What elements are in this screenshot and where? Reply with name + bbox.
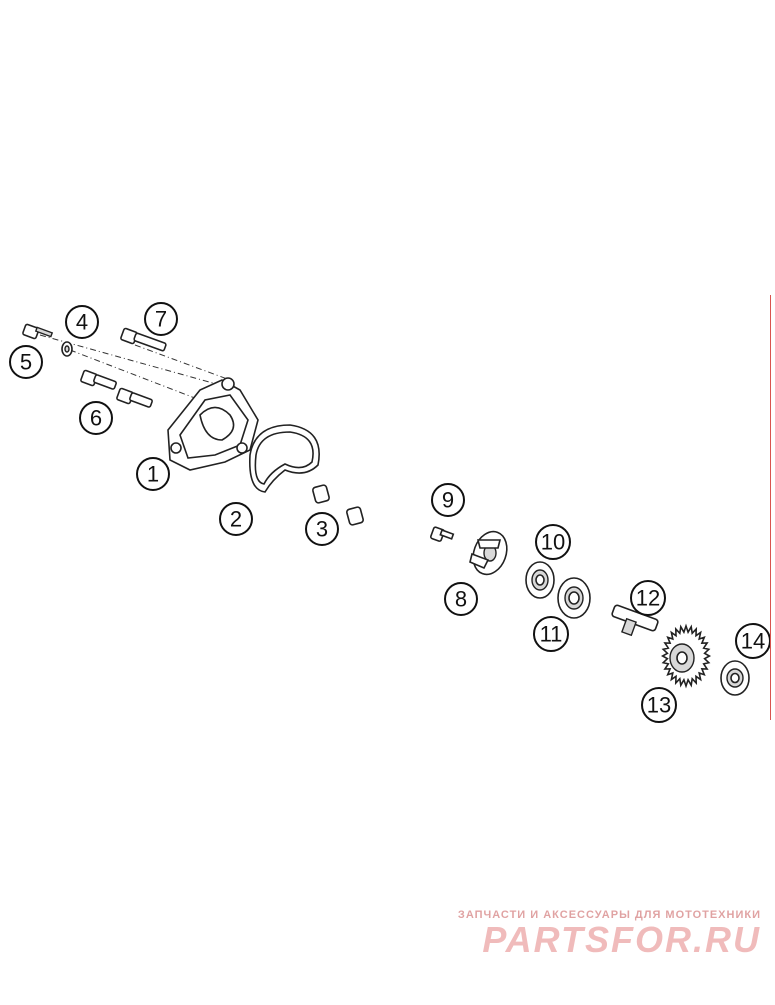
callout-9: 9 <box>431 483 465 517</box>
watermark-tagline: ЗАПЧАСТИ И АКСЕССУАРЫ ДЛЯ МОТОТЕХНИКИ <box>457 909 761 921</box>
callout-10: 10 <box>535 524 571 560</box>
svg-text:5: 5 <box>20 350 32 375</box>
svg-text:8: 8 <box>455 587 467 612</box>
part-7-bolt <box>120 327 167 352</box>
part-11-seal <box>557 577 591 619</box>
gear-bore <box>676 651 688 665</box>
part-6-bolts <box>80 369 153 408</box>
callout-8: 8 <box>444 582 478 616</box>
part-4-washer <box>61 341 73 357</box>
callout-12: 12 <box>630 580 666 616</box>
svg-text:3: 3 <box>316 517 328 542</box>
assembly-axis <box>69 349 201 401</box>
svg-text:11: 11 <box>540 622 563 647</box>
assembly-axis <box>134 344 231 381</box>
callout-13: 13 <box>641 687 677 723</box>
svg-text:4: 4 <box>76 310 88 335</box>
part-1-pump-cover <box>167 377 259 471</box>
svg-text:14: 14 <box>741 629 765 654</box>
svg-text:1: 1 <box>147 462 159 487</box>
svg-text:2: 2 <box>230 507 242 532</box>
svg-text:13: 13 <box>647 693 671 718</box>
part-3-dowels <box>312 484 364 526</box>
callout-3: 3 <box>305 512 339 546</box>
svg-text:10: 10 <box>541 530 565 555</box>
svg-text:9: 9 <box>442 488 454 513</box>
callout-14: 14 <box>735 623 771 659</box>
callout-7: 7 <box>144 302 178 336</box>
part-2-gasket <box>248 424 320 493</box>
part-14-bearing <box>720 660 750 696</box>
part-13-gear <box>660 623 712 689</box>
part-12-shaft <box>611 604 659 637</box>
callout-11: 11 <box>533 616 569 652</box>
part-9-screw <box>430 526 455 542</box>
callout-5: 5 <box>9 345 43 379</box>
part-8-impeller <box>469 530 508 576</box>
svg-text:12: 12 <box>636 586 660 611</box>
svg-text:7: 7 <box>155 307 167 332</box>
red-edge-line <box>770 295 771 720</box>
svg-text:6: 6 <box>90 406 102 431</box>
callout-6: 6 <box>79 401 113 435</box>
part-5-bolt <box>22 323 54 340</box>
callout-2: 2 <box>219 502 253 536</box>
watermark: ЗАПЧАСТИ И АКСЕССУАРЫ ДЛЯ МОТОТЕХНИКИ PA… <box>458 909 761 959</box>
watermark-brand: PARTSFOR.RU <box>482 919 761 960</box>
callout-4: 4 <box>65 305 99 339</box>
callout-1: 1 <box>136 457 170 491</box>
part-10-bearing <box>525 561 555 599</box>
